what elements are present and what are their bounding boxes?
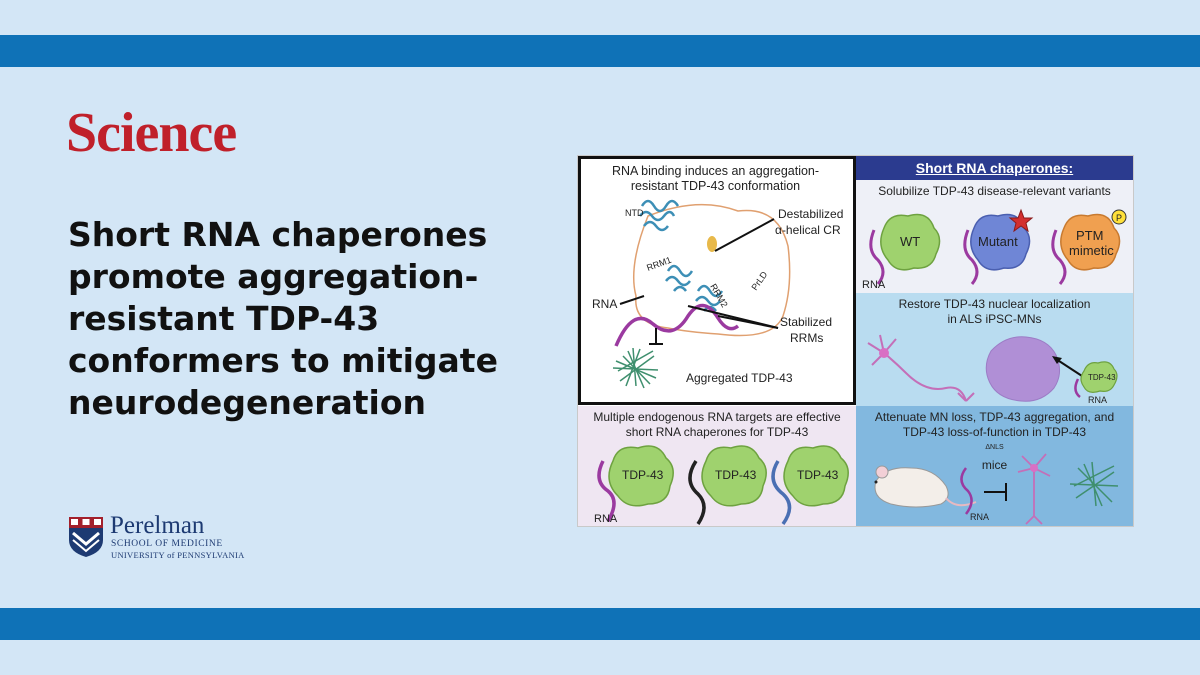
aggregated-label: Aggregated TDP-43 — [686, 371, 793, 385]
ptm-label-2: mimetic — [1069, 243, 1114, 258]
headline: Short RNA chaperones promote aggregation… — [68, 214, 558, 424]
panel-a-title-line: RNA binding induces an aggregation- — [611, 164, 820, 178]
stabilized-label-2: RRMs — [790, 331, 823, 345]
top-band — [0, 35, 1200, 67]
ntd-structure — [639, 199, 680, 232]
panel-a-title: RNA binding induces an aggregation- resi… — [588, 164, 843, 194]
rna-label-b: RNA — [862, 279, 886, 291]
panel-c-title: Restore TDP-43 nuclear localization in A… — [856, 297, 1133, 327]
headline-line: conformers to mitigate — [68, 341, 498, 380]
aggregate-fibrils — [612, 347, 659, 389]
stabilized-label-1: Stabilized — [780, 315, 832, 329]
panel-c: Restore TDP-43 nuclear localization in A… — [856, 293, 1133, 406]
tdp43-label-2: TDP-43 — [715, 468, 757, 482]
panel-e-title: Attenuate MN loss, TDP-43 aggregation, a… — [856, 410, 1133, 473]
bottom-band — [0, 608, 1200, 640]
panel-b: Solubilize TDP-43 disease-relevant varia… — [856, 180, 1133, 293]
ptm-label-1: PTM — [1076, 228, 1103, 243]
panel-e-title-line1: Attenuate MN loss, TDP-43 aggregation, a… — [874, 410, 1115, 424]
panel-b-title: Solubilize TDP-43 disease-relevant varia… — [856, 184, 1133, 199]
headline-line: Short RNA chaperones — [68, 215, 488, 254]
rrm1-structure — [665, 264, 694, 292]
rna-label-c: RNA — [1088, 395, 1107, 405]
panel-c-title-line: in ALS iPSC-MNs — [947, 312, 1042, 326]
mouse-icon — [874, 465, 977, 508]
tdp43-label-1: TDP-43 — [622, 468, 664, 482]
rna-strand — [614, 303, 740, 347]
panel-a-structure: NTD RRM1 RRM2 PrLD Destabilized α-helica… — [578, 156, 856, 405]
institution-school: SCHOOL OF MEDICINE — [111, 539, 223, 549]
rna-label-e: RNA — [970, 512, 989, 522]
panel-b-title-line: Solubilize TDP-43 disease-relevant varia… — [878, 184, 1111, 198]
panel-c-art: TDP-43 RNA — [867, 334, 1118, 405]
graphical-abstract: NTD RRM1 RRM2 PrLD Destabilized α-helica… — [577, 155, 1134, 527]
penn-shield-icon — [69, 517, 103, 557]
mutant-label: Mutant — [978, 234, 1018, 249]
aggregate-fibrils-e — [1069, 461, 1119, 507]
chaperones-header: Short RNA chaperones: — [856, 156, 1133, 180]
ntd-label: NTD — [625, 208, 644, 218]
institution-university: UNIVERSITY of PENNSYLVANIA — [111, 550, 245, 560]
tdp43-label-c: TDP-43 — [1088, 373, 1116, 382]
headline-line: neurodegeneration — [68, 383, 426, 422]
destabilized-label-2: α-helical CR — [775, 223, 841, 237]
institution-name: Perelman — [110, 512, 205, 539]
panel-d-title-line: Multiple endogenous RNA targets are effe… — [593, 410, 841, 424]
panel-e: Attenuate MN loss, TDP-43 aggregation, a… — [856, 406, 1133, 526]
science-logo: Science — [66, 102, 237, 164]
panel-e-title-suffix: mice — [981, 458, 1008, 472]
neuron-drawing — [867, 334, 975, 402]
panel-a-title-line: resistant TDP-43 conformation — [630, 179, 801, 193]
panel-e-title-prefix: TDP-43 loss-of-function in TDP-43 — [902, 425, 1087, 439]
headline-line: promote aggregation- — [68, 257, 479, 296]
mutation-star-icon — [1008, 208, 1034, 233]
panel-b-art: P WT Mutant PTM mimetic RNA — [862, 208, 1127, 291]
panel-d-title-line: short RNA chaperones for TDP-43 — [625, 425, 809, 439]
destabilized-label-1: Destabilized — [778, 207, 843, 221]
rna-label: RNA — [592, 297, 617, 311]
chaperones-header-text: Short RNA chaperones: — [915, 160, 1074, 176]
penn-medicine-logo: Perelman SCHOOL OF MEDICINE UNIVERSITY o… — [68, 512, 268, 560]
right-column: Short RNA chaperones: Solubilize TDP-43 … — [856, 156, 1133, 526]
panel-e-art: RNA — [874, 453, 1119, 525]
panel-d-title: Multiple endogenous RNA targets are effe… — [578, 410, 856, 440]
wt-label: WT — [900, 234, 920, 249]
panel-d-art: TDP-43 TDP-43 TDP-43 RNA — [594, 445, 849, 526]
headline-line: resistant TDP-43 — [68, 299, 380, 338]
rna-label-d: RNA — [594, 513, 618, 525]
panel-c-title-line: Restore TDP-43 nuclear localization — [898, 297, 1091, 311]
panel-d: Multiple endogenous RNA targets are effe… — [578, 406, 856, 526]
panel-e-title-sup: ΔNLS — [985, 444, 1004, 451]
helix-cr — [707, 236, 717, 252]
p-label: P — [1116, 213, 1122, 223]
tdp43-label-3: TDP-43 — [797, 468, 839, 482]
